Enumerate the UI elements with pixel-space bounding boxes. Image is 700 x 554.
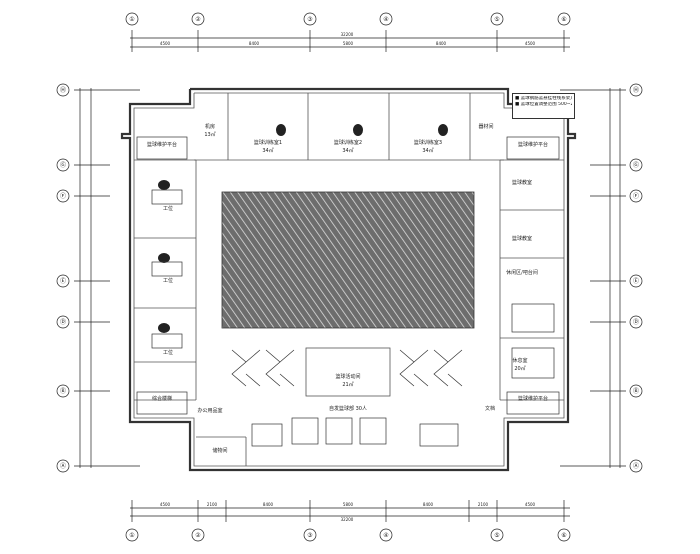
top-axis-bubbles <box>125 12 571 26</box>
label-left-desk-1: 工位 <box>163 205 173 212</box>
bottom-dim-2: 2100 <box>207 502 218 507</box>
bottom-total-dimension: 32200 <box>341 517 354 522</box>
label-court-room-3: 篮球训练室3 <box>414 139 442 146</box>
label-left-desk-3: 工位 <box>163 349 173 356</box>
label-center-room: 篮球活动间 <box>335 373 360 380</box>
bottom-axis-5: ⑤ <box>494 532 499 539</box>
top-dim-3: 5800 <box>343 41 354 46</box>
top-dim-2: 8400 <box>249 41 260 46</box>
legend-box: ■ 篮球钢筋篮悬挂柱线系架方案图 ■ 篮球位置调整范围 500~2000 <box>512 93 575 119</box>
label-court-room-1: 篮球训练室1 <box>254 139 282 146</box>
bottom-dim-1: 4500 <box>160 502 171 507</box>
left-axis-e: Ⓔ <box>60 277 66 285</box>
top-axis-1: ① <box>129 16 134 23</box>
left-axis-g: Ⓖ <box>60 161 66 169</box>
bottom-axis-3: ③ <box>307 532 312 539</box>
top-total-dimension: 32200 <box>341 32 354 37</box>
central-court <box>221 191 475 329</box>
label-court-room-2-area: 34㎡ <box>342 147 353 154</box>
bottom-axis-bubbles <box>125 528 571 542</box>
top-dim-5: 4500 <box>525 41 536 46</box>
bottom-dim-3: 8400 <box>263 502 274 507</box>
label-corner-br: 篮球维护平台 <box>518 395 548 402</box>
top-axis-2: ② <box>195 16 201 23</box>
label-court-room-2: 篮球训练室2 <box>334 139 362 146</box>
left-axis-f: Ⓕ <box>60 192 66 200</box>
right-axis-h: Ⓗ <box>633 86 639 94</box>
right-axis-g: Ⓖ <box>633 161 639 169</box>
label-open-area: 自发篮球部 30人 <box>329 405 367 412</box>
label-right-room-2: 篮球教室 <box>512 235 532 242</box>
label-machine-room-area: 13㎡ <box>204 131 215 138</box>
top-dim-4: 8400 <box>436 41 447 46</box>
side-dimension-lines <box>74 88 626 468</box>
right-axis-f: Ⓕ <box>633 192 639 200</box>
left-axis-b: Ⓑ <box>60 387 66 395</box>
open-area-furniture <box>151 189 555 447</box>
label-equipment-room: 器材间 <box>478 123 493 130</box>
label-documents: 文档 <box>485 405 495 412</box>
right-axis-bubbles <box>629 83 643 473</box>
label-machine-room: 机房 <box>205 123 215 130</box>
legend-line-2: ■ 篮球位置调整范围 500~2000 <box>515 102 572 107</box>
bottom-dim-7: 4500 <box>525 502 536 507</box>
bottom-axis-2: ② <box>195 532 201 539</box>
right-axis-b: Ⓑ <box>633 387 639 395</box>
bottom-axis-4: ④ <box>383 532 388 539</box>
label-court-room-3-area: 34㎡ <box>422 147 433 154</box>
label-corner-tl: 篮球维护平台 <box>147 141 177 148</box>
label-corner-bl: 综合楼梯 <box>152 395 172 402</box>
right-axis-a: Ⓐ <box>633 462 639 470</box>
label-court-room-1-area: 34㎡ <box>262 147 273 154</box>
right-axis-e: Ⓔ <box>633 277 639 285</box>
corner-boxes <box>136 136 560 415</box>
label-storage: 储物间 <box>212 447 227 454</box>
top-axis-5: ⑤ <box>494 16 499 23</box>
right-axis-d: Ⓓ <box>633 318 639 326</box>
legend-line-1: ■ 篮球钢筋篮悬挂柱线系架方案图 <box>515 96 572 101</box>
left-axis-h: Ⓗ <box>60 86 66 94</box>
left-axis-a: Ⓐ <box>60 462 66 470</box>
label-right-room-1: 篮球教室 <box>512 179 532 186</box>
bottom-axis-1: ① <box>129 532 134 539</box>
label-rest-room: 休息室 <box>512 357 527 364</box>
bottom-axis-6: ⑥ <box>561 532 566 539</box>
hoop-fixtures <box>158 124 448 333</box>
bottom-dim-6: 2100 <box>478 502 489 507</box>
bottom-dim-4: 5800 <box>343 502 354 507</box>
left-axis-d: Ⓓ <box>60 318 66 326</box>
top-axis-6: ⑥ <box>561 16 566 23</box>
bottom-dim-5: 8400 <box>423 502 434 507</box>
top-axis-3: ③ <box>307 16 312 23</box>
top-dim-1: 4500 <box>160 41 171 46</box>
label-office-supplies: 办公用品室 <box>197 407 222 414</box>
label-lounge: 休闲区/吧台间 <box>506 269 538 276</box>
label-center-room-area: 21㎡ <box>342 381 353 388</box>
bottom-dimension-lines <box>130 500 570 522</box>
label-left-desk-2: 工位 <box>163 277 173 284</box>
interior-wall-outline <box>133 92 565 467</box>
label-corner-tr: 篮球维护平台 <box>518 141 548 148</box>
label-rest-room-area: 20㎡ <box>514 365 525 372</box>
top-dimension-lines <box>130 30 570 52</box>
left-axis-bubbles <box>56 83 70 473</box>
top-axis-4: ④ <box>383 16 388 23</box>
